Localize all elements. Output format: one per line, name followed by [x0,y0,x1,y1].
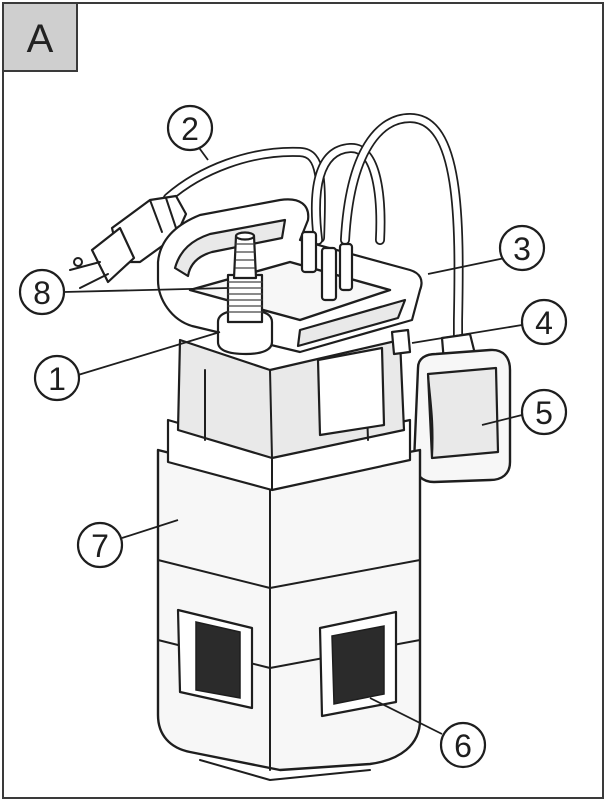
callout-7: 7 [76,519,179,569]
callout-2: 2 [166,104,214,161]
power-cable [163,143,386,245]
svg-text:2: 2 [181,111,199,147]
mains-plug [69,194,188,289]
svg-text:1: 1 [48,361,66,397]
svg-text:7: 7 [91,528,109,564]
svg-text:3: 3 [513,231,531,267]
svg-text:6: 6 [454,728,472,764]
callout-4: 4 [411,298,568,346]
float-switch [412,332,512,484]
callout-8: 8 [18,268,229,316]
svg-text:4: 4 [535,305,553,341]
intake-grille-left [176,608,254,710]
float-cable [340,112,464,345]
callout-5: 5 [481,388,568,436]
intake-grille-right [318,610,398,718]
pump-body [156,198,423,781]
callout-6: 6 [369,697,487,769]
svg-text:8: 8 [33,275,51,311]
figure-label-tab: A [2,2,78,72]
pump-housing [156,448,422,772]
outlet-connector [216,231,274,356]
callout-3: 3 [427,224,546,275]
svg-text:5: 5 [535,395,553,431]
figure-label: A [27,17,54,61]
callout-1: 1 [33,331,221,402]
